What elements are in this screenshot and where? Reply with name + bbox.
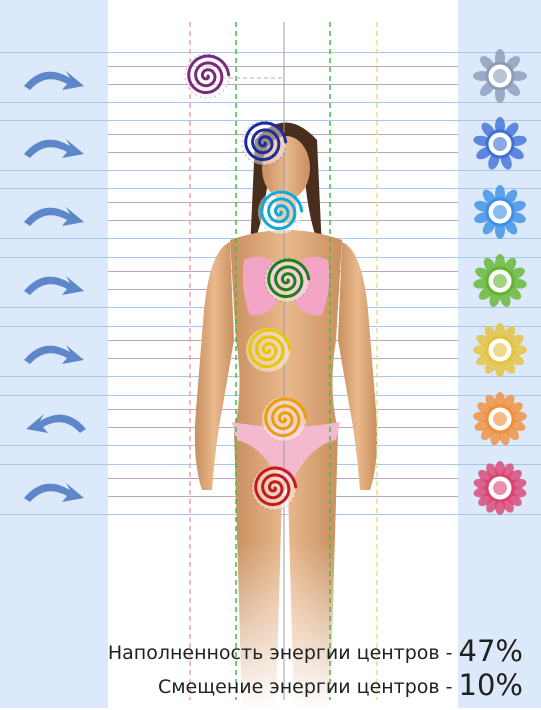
chakra-button-1[interactable] xyxy=(472,48,528,104)
energy-spiral-6 xyxy=(262,397,306,441)
energy-spiral-3 xyxy=(258,190,302,234)
crown-chakra-icon xyxy=(472,48,528,104)
solar-plexus-chakra-icon xyxy=(472,322,528,378)
clockwise-arrow-icon xyxy=(16,261,94,307)
clockwise-arrow-icon xyxy=(16,330,94,376)
rotation-toggle-3[interactable] xyxy=(16,192,94,238)
clockwise-arrow-icon xyxy=(16,468,94,514)
counterclockwise-arrow-icon xyxy=(16,399,94,445)
fill-stat-label: Наполненность энергии центров - xyxy=(108,642,453,664)
energy-spiral-4 xyxy=(265,258,309,302)
shift-stat-value: 10% xyxy=(459,668,523,702)
energy-spiral-5 xyxy=(246,328,290,372)
fill-stat-value: 47% xyxy=(459,634,523,668)
heart-chakra-icon xyxy=(472,253,528,309)
root-chakra-icon xyxy=(472,460,528,516)
clockwise-arrow-icon xyxy=(16,56,94,102)
rotation-toggle-2[interactable] xyxy=(16,124,94,170)
rotation-toggle-1[interactable] xyxy=(16,56,94,102)
energy-stats: Наполненность энергии центров - 47% Смеще… xyxy=(108,634,523,702)
chakra-button-5[interactable] xyxy=(472,322,528,378)
rotation-toggle-6[interactable] xyxy=(16,399,94,445)
throat-chakra-icon xyxy=(472,184,528,240)
energy-spiral-1 xyxy=(185,54,229,98)
third-eye-chakra-icon xyxy=(472,116,528,172)
energy-spiral-7 xyxy=(252,466,296,510)
energy-spiral-2 xyxy=(242,121,286,165)
clockwise-arrow-icon xyxy=(16,192,94,238)
clockwise-arrow-icon xyxy=(16,124,94,170)
chakra-button-3[interactable] xyxy=(472,184,528,240)
sacral-chakra-icon xyxy=(472,391,528,447)
rotation-toggle-5[interactable] xyxy=(16,330,94,376)
rotation-toggle-4[interactable] xyxy=(16,261,94,307)
rotation-toggle-7[interactable] xyxy=(16,468,94,514)
chakra-button-4[interactable] xyxy=(472,253,528,309)
shift-stat: Смещение энергии центров - 10% xyxy=(108,668,523,702)
shift-stat-label: Смещение энергии центров - xyxy=(158,676,453,698)
chakra-button-7[interactable] xyxy=(472,460,528,516)
fill-stat: Наполненность энергии центров - 47% xyxy=(108,634,523,668)
chakra-button-2[interactable] xyxy=(472,116,528,172)
chakra-button-6[interactable] xyxy=(472,391,528,447)
